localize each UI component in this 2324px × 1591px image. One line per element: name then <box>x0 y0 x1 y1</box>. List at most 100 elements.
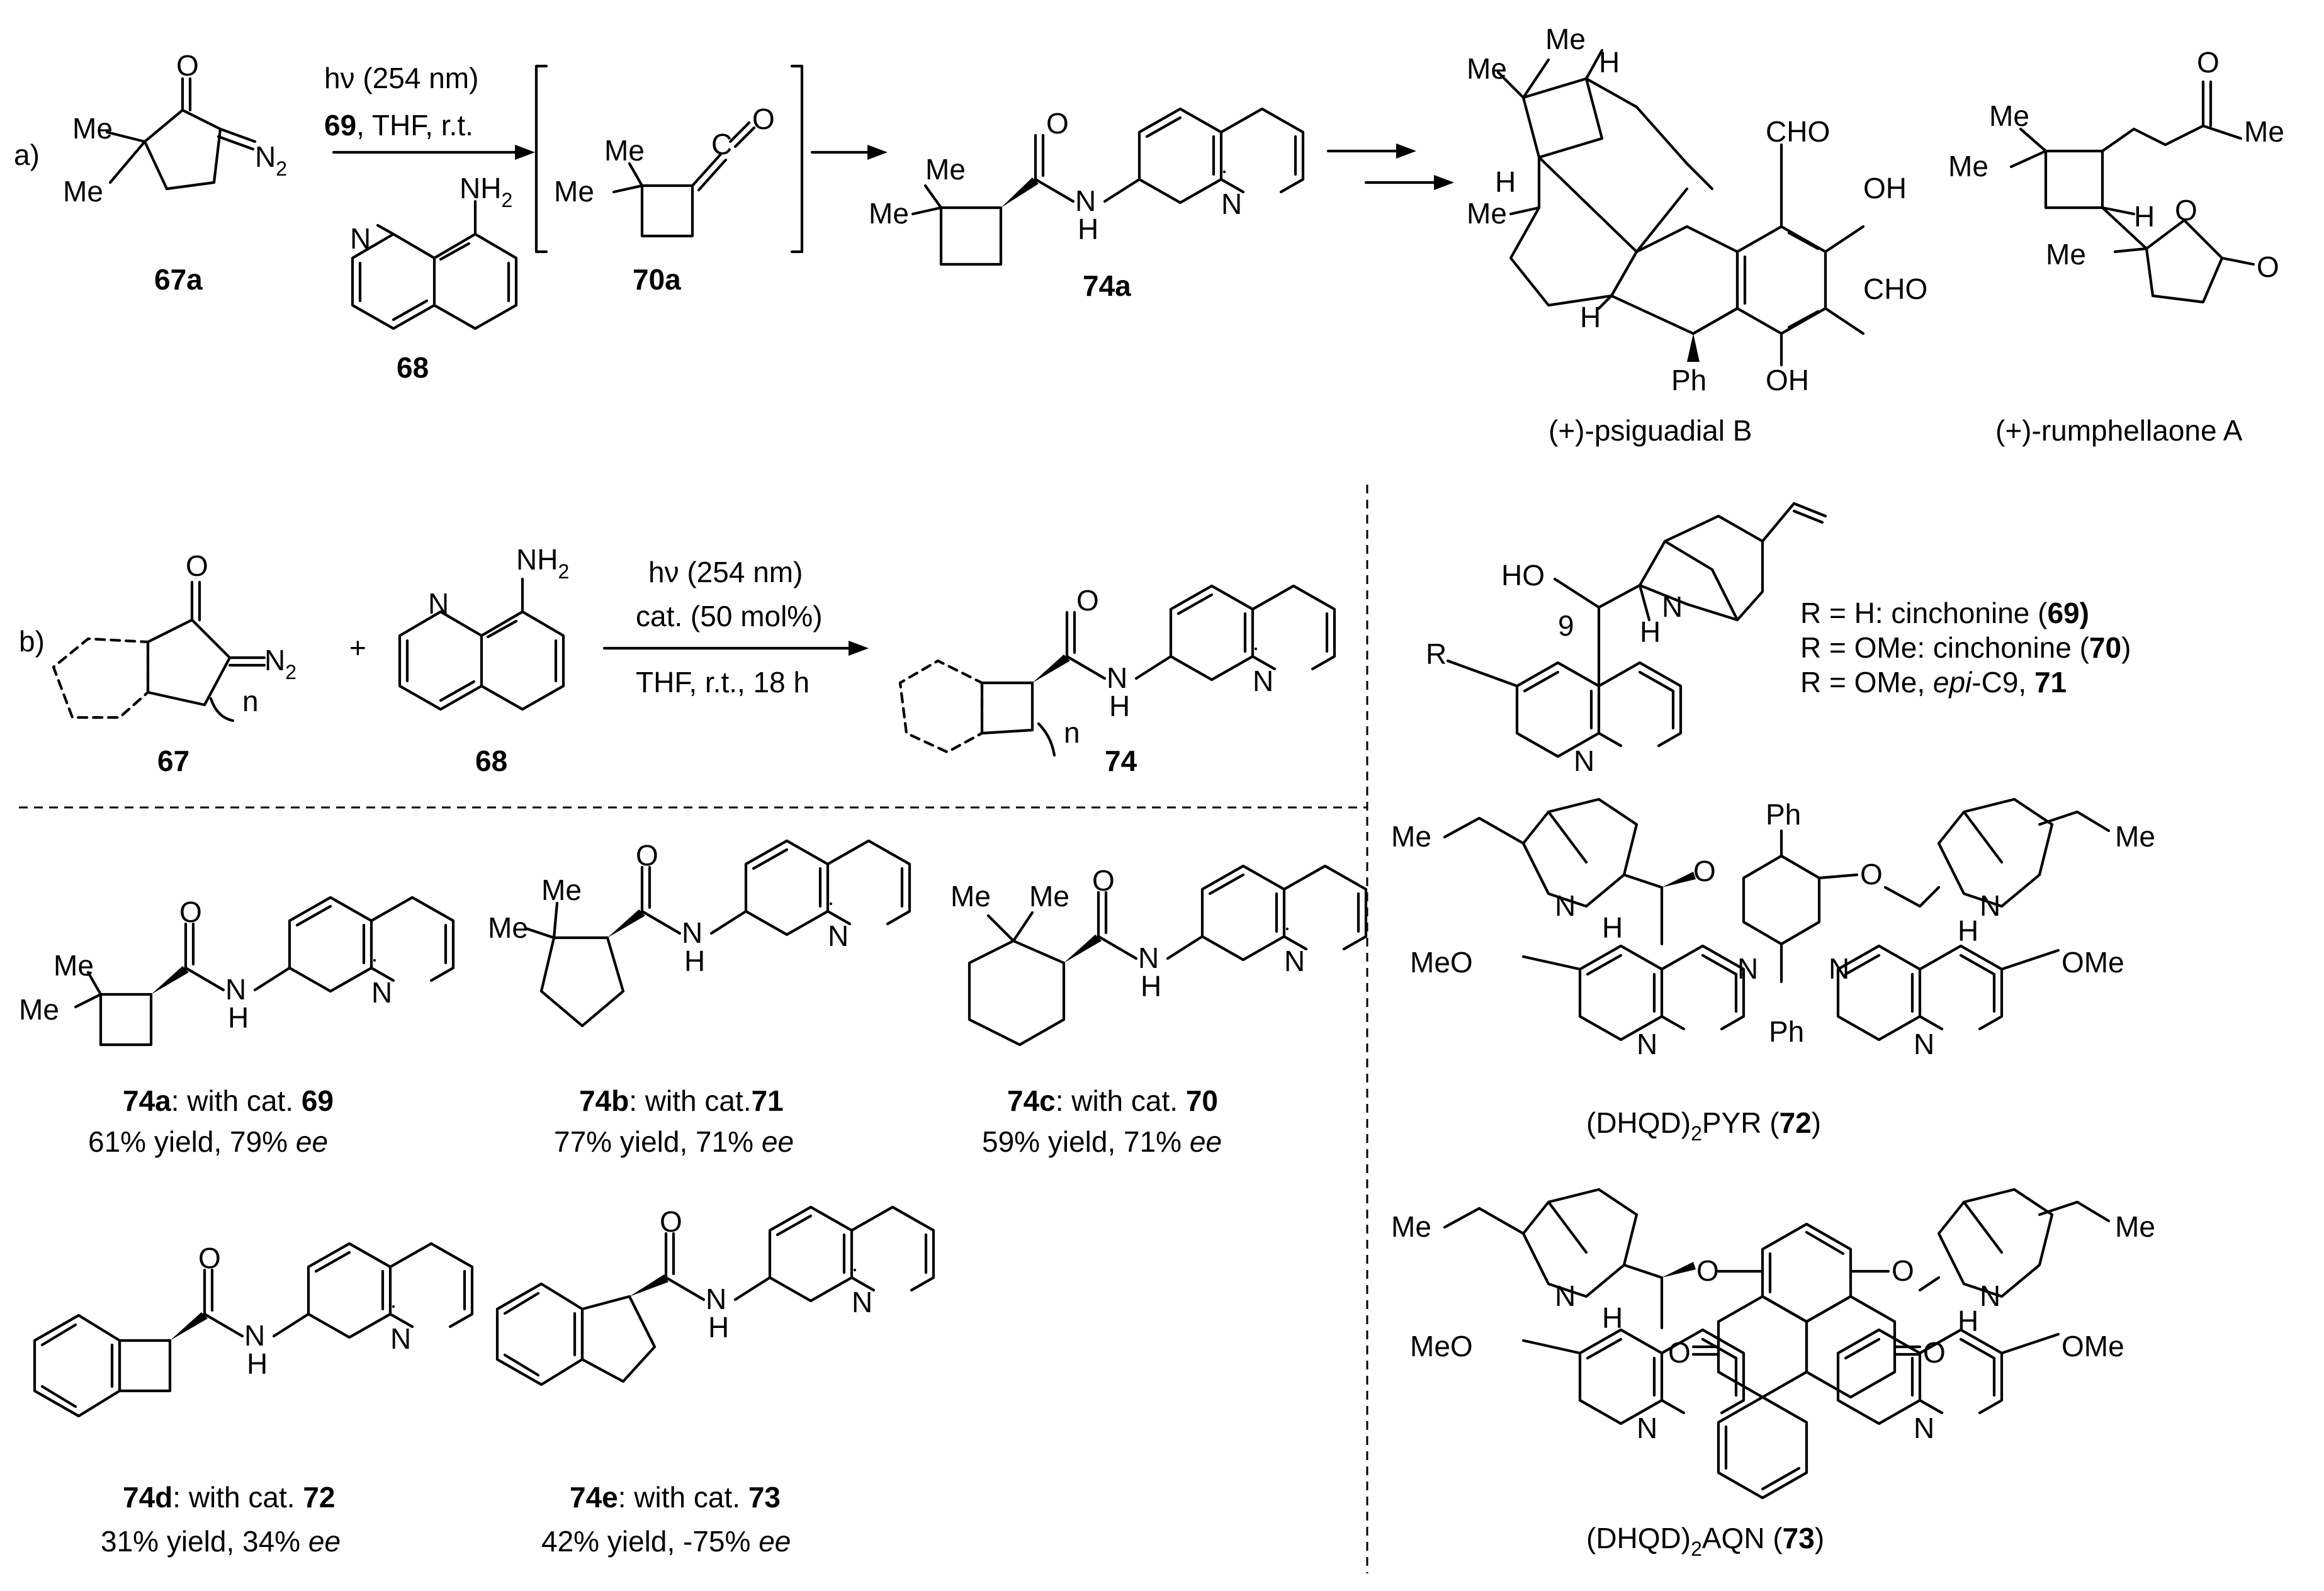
legend-71: R = OMe, epi-C9, 71 <box>1800 666 2067 699</box>
label-post: ) <box>1812 1106 1821 1139</box>
atom-Me: Me <box>554 175 594 208</box>
atom-N: N <box>1829 952 1849 985</box>
arrowhead <box>867 145 888 160</box>
atom-OH: OH <box>1766 364 1809 396</box>
atom-H: H <box>1602 1301 1623 1334</box>
atom-N: N <box>1284 945 1305 977</box>
rumphellaone-a-structure: O Me Me Me H Me O O <box>1948 46 2284 304</box>
condition-line1: hν (254 nm) <box>648 556 803 588</box>
atom-NH2-sub: 2 <box>558 560 569 583</box>
atom-O: O <box>186 549 208 582</box>
result-cat: 72 <box>303 1481 335 1514</box>
compound-68-label: 68 <box>397 351 429 384</box>
atom-NH: N <box>244 1319 265 1352</box>
atom-N2-sub: 2 <box>285 661 296 683</box>
atom-Ph: Ph <box>1769 1015 1804 1048</box>
atom-N: N <box>1914 1412 1934 1444</box>
dhqd2pyr-label: (DHQD)2PYR (72) <box>1586 1106 1821 1145</box>
compound-67-label: 67 <box>157 745 189 777</box>
result-yield: 42% yield, -75% <box>541 1525 759 1558</box>
label-num: 73 <box>1783 1522 1815 1554</box>
atom-Et: Me <box>1391 1210 1431 1243</box>
legend-pre: R = OMe: cinchonine ( <box>1800 631 2090 664</box>
atom-Me: Me <box>604 134 645 167</box>
result-74b-structure: O N H N Me Me <box>488 839 910 1028</box>
arrowhead <box>849 641 869 656</box>
atom-H: H <box>1958 914 1978 947</box>
arrowhead <box>515 145 535 160</box>
quinoline-ring <box>1838 1330 2002 1424</box>
atom-NH: N <box>225 973 246 1006</box>
wedge-bond <box>1662 1262 1696 1278</box>
compound-74-structure: O N H N n <box>898 584 1334 757</box>
atom-O: O <box>2257 250 2279 283</box>
result-74c-structure: O N H N Me Me <box>950 864 1366 1047</box>
atom-OH: OH <box>1863 172 1907 205</box>
arrowhead <box>1396 143 1416 159</box>
catalysts-panel: HO 9 N H R N R = H: cinchonine (69) R = … <box>1391 502 2155 1560</box>
wedge-bond <box>607 909 645 938</box>
legend-pre: R = OMe, <box>1800 666 1933 699</box>
result-ee: ee <box>759 1525 791 1558</box>
atom-NH2-symbol: NH <box>460 172 501 205</box>
atom-O: O <box>1696 1254 1719 1287</box>
atom-N: N <box>1737 952 1758 985</box>
wedge-bond <box>1662 872 1696 887</box>
atom-H: H <box>1640 616 1661 648</box>
atom-NH2: NH2 <box>516 543 569 583</box>
atom-Me: Me <box>1545 23 1586 55</box>
result-yield: 59% yield, 71% <box>982 1125 1190 1158</box>
atom-NH2: NH2 <box>460 172 512 211</box>
atom-O: O <box>752 103 775 135</box>
atom-O: O <box>179 896 202 928</box>
atom-OMe: OMe <box>2062 1330 2124 1363</box>
compound-74-label: 74 <box>1105 745 1137 777</box>
result-74e-caption: 74e: with cat. 73 <box>570 1481 781 1514</box>
dhqd2aqn-label: (DHQD)2AQN (73) <box>1586 1522 1824 1560</box>
compound-68-structure: N NH2 <box>398 543 569 711</box>
atom-O: O <box>1693 855 1716 887</box>
atom-O: O <box>636 839 658 872</box>
result-mid: : with cat. <box>172 1481 303 1514</box>
result-74b-yield: 77% yield, 71% ee <box>554 1125 794 1158</box>
atom-H: H <box>1078 213 1098 245</box>
wedge-bond <box>629 1274 668 1296</box>
label-post: ) <box>1815 1522 1824 1554</box>
compound-67-structure: O N2 n <box>52 549 296 722</box>
condition-line3: THF, r.t., 18 h <box>636 666 809 699</box>
atom-N2: N2 <box>264 644 296 683</box>
atom-Me: Me <box>541 874 582 906</box>
result-cpd: 74e <box>570 1481 618 1514</box>
atom-N: N <box>1555 889 1576 922</box>
result-74c-yield: 59% yield, 71% ee <box>982 1125 1222 1158</box>
atom-N: N <box>1980 1279 2000 1312</box>
atom-OMe: OMe <box>2062 946 2124 979</box>
atom-N: N <box>1253 665 1273 697</box>
atom-Me: Me <box>869 197 909 230</box>
atom-Ph: Ph <box>1671 364 1706 396</box>
quinoline-ring <box>1838 946 2002 1040</box>
result-yield: 77% yield, 71% <box>554 1125 762 1158</box>
atom-Me: Me <box>1467 197 1507 230</box>
result-ee: ee <box>1190 1125 1222 1158</box>
psiguadial-b-label: (+)-psiguadial B <box>1548 414 1752 447</box>
condition-catalyst: 69 <box>324 109 356 142</box>
atom-NH2-sub: 2 <box>501 189 512 211</box>
atom-O: O <box>1668 1336 1691 1369</box>
atom-Et: Me <box>2115 820 2155 853</box>
condition-line1: hν (254 nm) <box>324 62 478 94</box>
result-74a-structure: O N H N Me Me <box>19 896 453 1047</box>
panel-a: a) O Me Me N2 67a hν (254 nm) 69, THF, r… <box>14 23 2284 447</box>
condition-line2: 69, THF, r.t. <box>324 109 473 142</box>
result-cat: 70 <box>1186 1084 1218 1117</box>
result-74a-yield: 61% yield, 79% ee <box>88 1125 328 1158</box>
plus-sign: + <box>349 631 366 664</box>
atom-O: O <box>176 49 199 82</box>
atom-O: O <box>1923 1336 1946 1369</box>
atom-N2: N2 <box>255 140 287 180</box>
legend-69: R = H: cinchonine (69) <box>1800 597 2089 629</box>
label-sub: 2 <box>1691 1122 1702 1145</box>
compound-74a-label: 74a <box>1083 269 1131 302</box>
atom-H: H <box>1495 166 1516 198</box>
